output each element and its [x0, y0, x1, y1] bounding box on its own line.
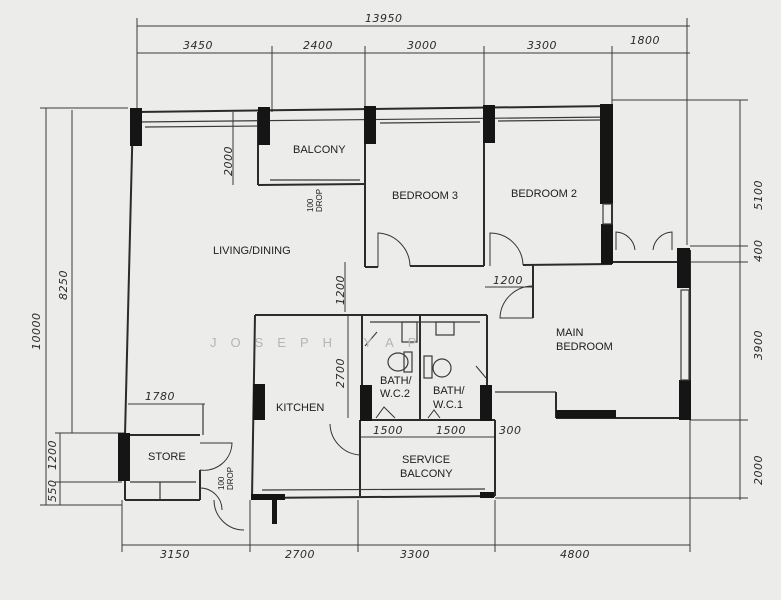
window-icon: [602, 203, 613, 225]
left-dimensions: 10000 8250 1200 550: [30, 107, 128, 506]
dim-corridor-mid: 1200: [493, 274, 523, 287]
room-main-bedroom-line2: BEDROOM: [556, 341, 613, 353]
dim-bath-depth: 2700: [334, 358, 347, 388]
dim-service-1: 1500: [373, 424, 403, 437]
basin-icon: [401, 321, 418, 343]
drop-note-1b: DROP: [315, 189, 324, 212]
dim-service-2: 1500: [436, 424, 466, 437]
dim-right-4: 2000: [752, 455, 765, 485]
room-living-dining: LIVING/DINING: [213, 245, 291, 257]
drop-notes: 100 DROP 100 DROP: [217, 189, 324, 490]
dim-top-2: 2400: [303, 39, 333, 52]
dim-left-inner: 8250: [57, 270, 70, 300]
bottom-dimensions: 3150 2700 3300 4800: [121, 420, 691, 561]
room-bath-2-line1: BATH/: [380, 375, 413, 387]
toilet-icon: [387, 352, 409, 372]
room-service-balcony-line1: SERVICE: [402, 454, 450, 466]
room-service-balcony-line2: BALCONY: [400, 468, 453, 480]
room-kitchen: KITCHEN: [276, 402, 324, 414]
room-bath-2-line2: W.C.2: [380, 388, 410, 400]
dim-top-1: 3450: [183, 39, 213, 52]
window-icon: [680, 289, 690, 381]
room-bedroom-3: BEDROOM 3: [392, 190, 458, 202]
doors: [199, 231, 673, 531]
drop-note-2b: DROP: [226, 467, 235, 490]
interior-dimensions: 2000 1200 1200 2700 1780 1500 1500 300: [128, 112, 533, 438]
columns: [118, 104, 691, 524]
dim-bottom-3: 3300: [400, 548, 430, 561]
dim-bottom-2: 2700: [285, 548, 315, 561]
room-labels: BALCONY BEDROOM 3 BEDROOM 2 LIVING/DININ…: [148, 144, 613, 480]
dim-left-lower-2: 550: [46, 480, 59, 503]
dim-total-width: 13950: [365, 12, 403, 25]
drop-note-1a: 100: [306, 198, 315, 212]
dim-left-outer: 10000: [30, 313, 43, 351]
dim-store-width: 1780: [145, 390, 175, 403]
dim-top-4: 3300: [527, 39, 557, 52]
dim-right-3: 3900: [752, 330, 765, 360]
dim-top-5: 1800: [630, 34, 660, 47]
watermark: JOSEPH YAP: [210, 335, 430, 350]
dim-corridor-left: 1200: [334, 275, 347, 305]
drop-note-2a: 100: [217, 476, 226, 490]
room-store: STORE: [148, 451, 186, 463]
room-main-bedroom-line1: MAIN: [556, 327, 584, 339]
dim-top-3: 3000: [407, 39, 437, 52]
dim-service-3: 300: [499, 424, 522, 437]
dim-bottom-4: 4800: [560, 548, 590, 561]
room-bedroom-2: BEDROOM 2: [511, 188, 577, 200]
dim-right-1: 5100: [752, 180, 765, 210]
dim-balcony-depth: 2000: [222, 146, 235, 176]
dim-left-lower-1: 1200: [46, 440, 59, 470]
dim-bottom-1: 3150: [160, 548, 190, 561]
dim-right-2: 400: [752, 240, 765, 263]
top-dimensions: 13950 3450 2400 3000 3300 1800: [136, 12, 690, 245]
basin-icon: [435, 321, 455, 336]
toilet-icon: [432, 358, 452, 378]
room-balcony: BALCONY: [293, 144, 346, 156]
room-bath-1-line2: W.C.1: [433, 399, 463, 411]
right-dimensions: 5100 400 3900 2000: [495, 99, 765, 500]
bathroom-fixtures: [387, 203, 690, 381]
room-bath-1-line1: BATH/: [433, 385, 466, 397]
